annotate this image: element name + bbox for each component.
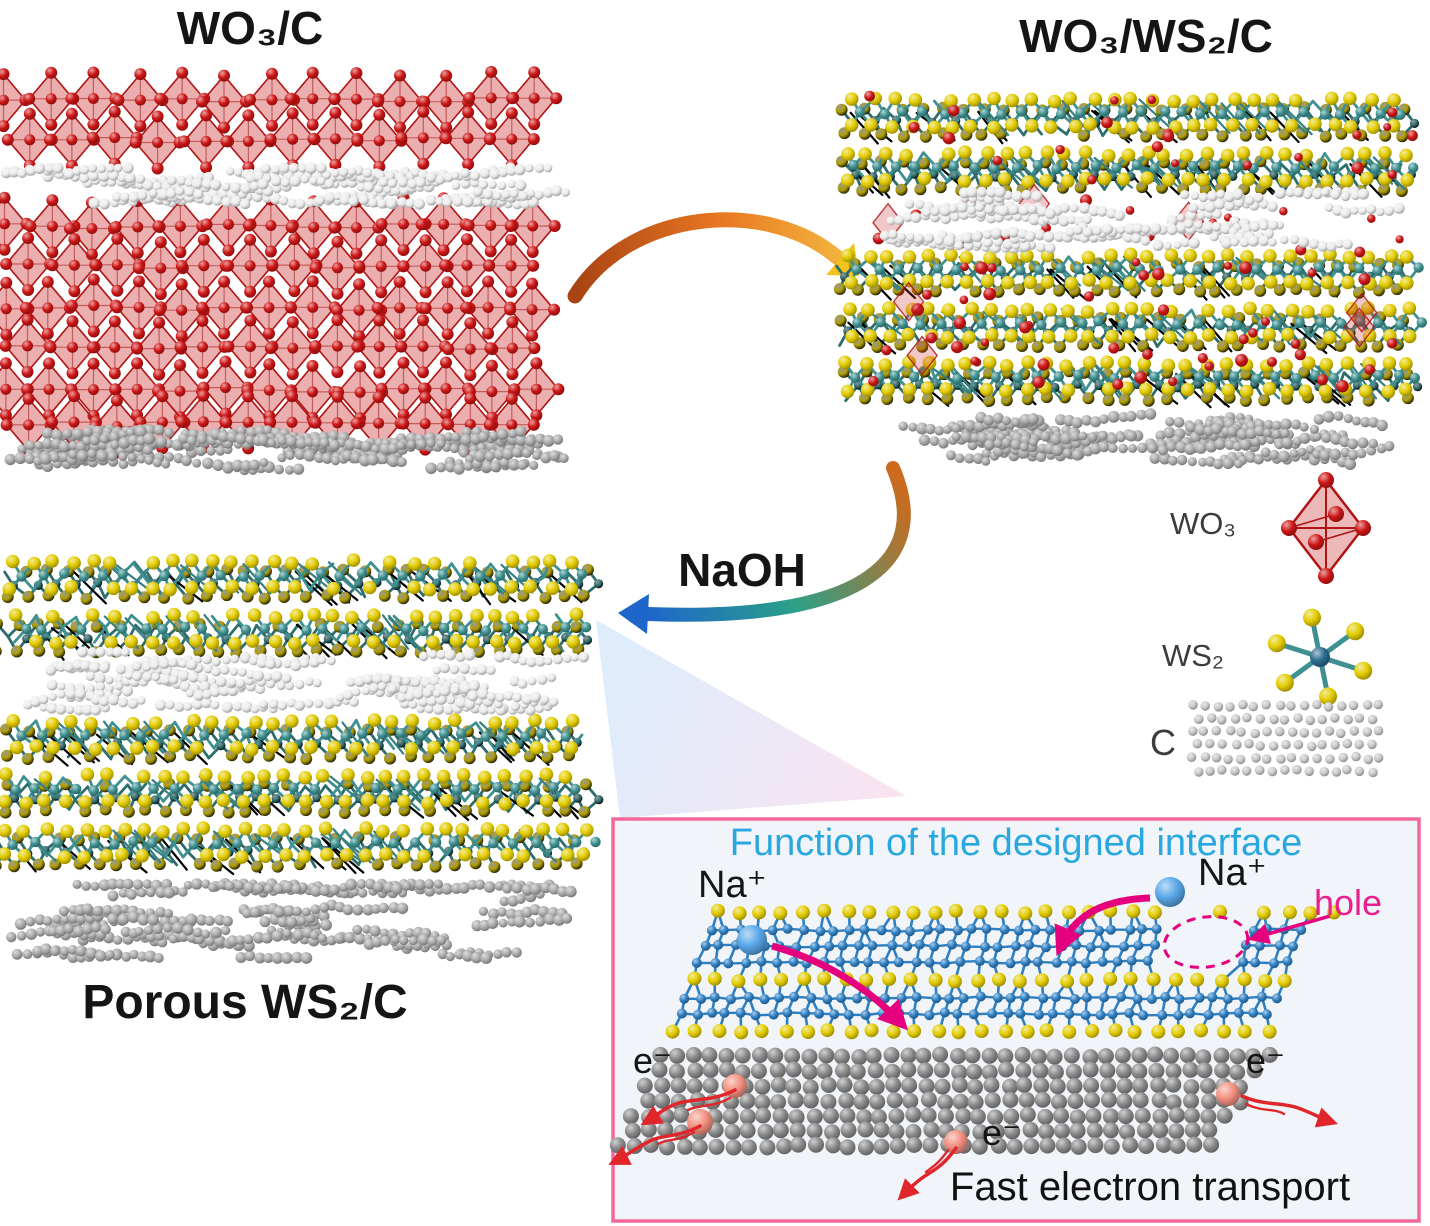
wo3ws2c-title: WO₃/WS₂/C [1019,10,1273,62]
wo3c-title: WO₃/C [176,2,324,54]
interface-box-graphics [608,817,1421,1223]
electron-left-label: e⁻ [633,1040,673,1081]
porous-ws2c-structure [0,553,604,964]
wo3c-structure [0,65,570,476]
legend-ws2-label: WS₂ [1162,638,1224,673]
electron-bottom-label: e⁻ [982,1112,1022,1153]
legend-carbon-label: C [1150,722,1176,763]
interface-box-title: Function of the designed interface [729,822,1303,864]
naoh-label: NaOH [678,544,806,596]
legend-icons [1186,472,1384,778]
legend-wo3-label: WO₃ [1170,506,1236,541]
electron-right-label: e⁻ [1246,1040,1286,1081]
hole-label: hole [1314,882,1383,923]
wo3ws2c-structure [833,90,1428,470]
naoh-etching-arrow-icon [618,461,911,634]
na-ion-right-label: Na⁺ [1198,852,1267,894]
porous-ws2c-title: Porous WS₂/C [82,976,408,1029]
projection-beam [596,620,906,818]
fast-electron-caption: Fast electron transport [949,1165,1351,1209]
na-ion-left-label: Na⁺ [698,864,767,906]
sulfidation-arrow-icon [567,212,859,304]
